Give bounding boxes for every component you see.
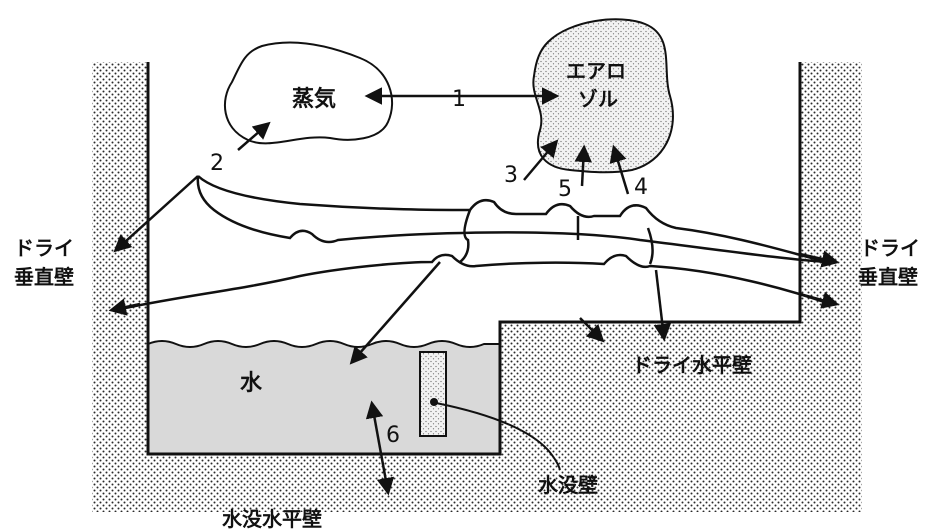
water-pool <box>148 341 500 454</box>
dry-wall-right-line1: ドライ <box>860 236 920 260</box>
aerosol-label-line2: ゾル <box>578 87 618 111</box>
pathway-4: 4 <box>634 175 648 200</box>
pathway-5: 5 <box>558 177 572 202</box>
vapor-label: 蒸気 <box>292 86 336 112</box>
dry-wall-left-line2: 垂直壁 <box>14 265 74 289</box>
water-label: 水 <box>240 371 263 396</box>
pathway-1: 1 <box>452 87 466 112</box>
aerosol-label-line1: エアロ <box>566 59 626 83</box>
submerged-wall-leader <box>435 402 561 471</box>
submerged-floor-label: 水没水平壁 <box>222 507 322 531</box>
pathway-3: 3 <box>504 163 518 188</box>
dry-floor-label: ドライ水平壁 <box>632 353 752 377</box>
dry-wall-right-line2: 垂直壁 <box>858 265 918 289</box>
vapor-cloud <box>224 41 394 145</box>
dry-wall-left-line1: ドライ <box>14 236 74 260</box>
submerged-wall-label: 水没壁 <box>538 473 598 497</box>
arrows <box>108 87 840 496</box>
pathway-2: 2 <box>210 151 224 176</box>
water-surface <box>147 340 500 348</box>
wall-stipple <box>92 62 862 512</box>
containment-outline <box>146 62 802 456</box>
submerged-wall-element <box>419 351 447 437</box>
submerged-wall-dot <box>430 398 438 406</box>
flow-lines <box>115 175 831 312</box>
pathway-6: 6 <box>386 423 400 448</box>
